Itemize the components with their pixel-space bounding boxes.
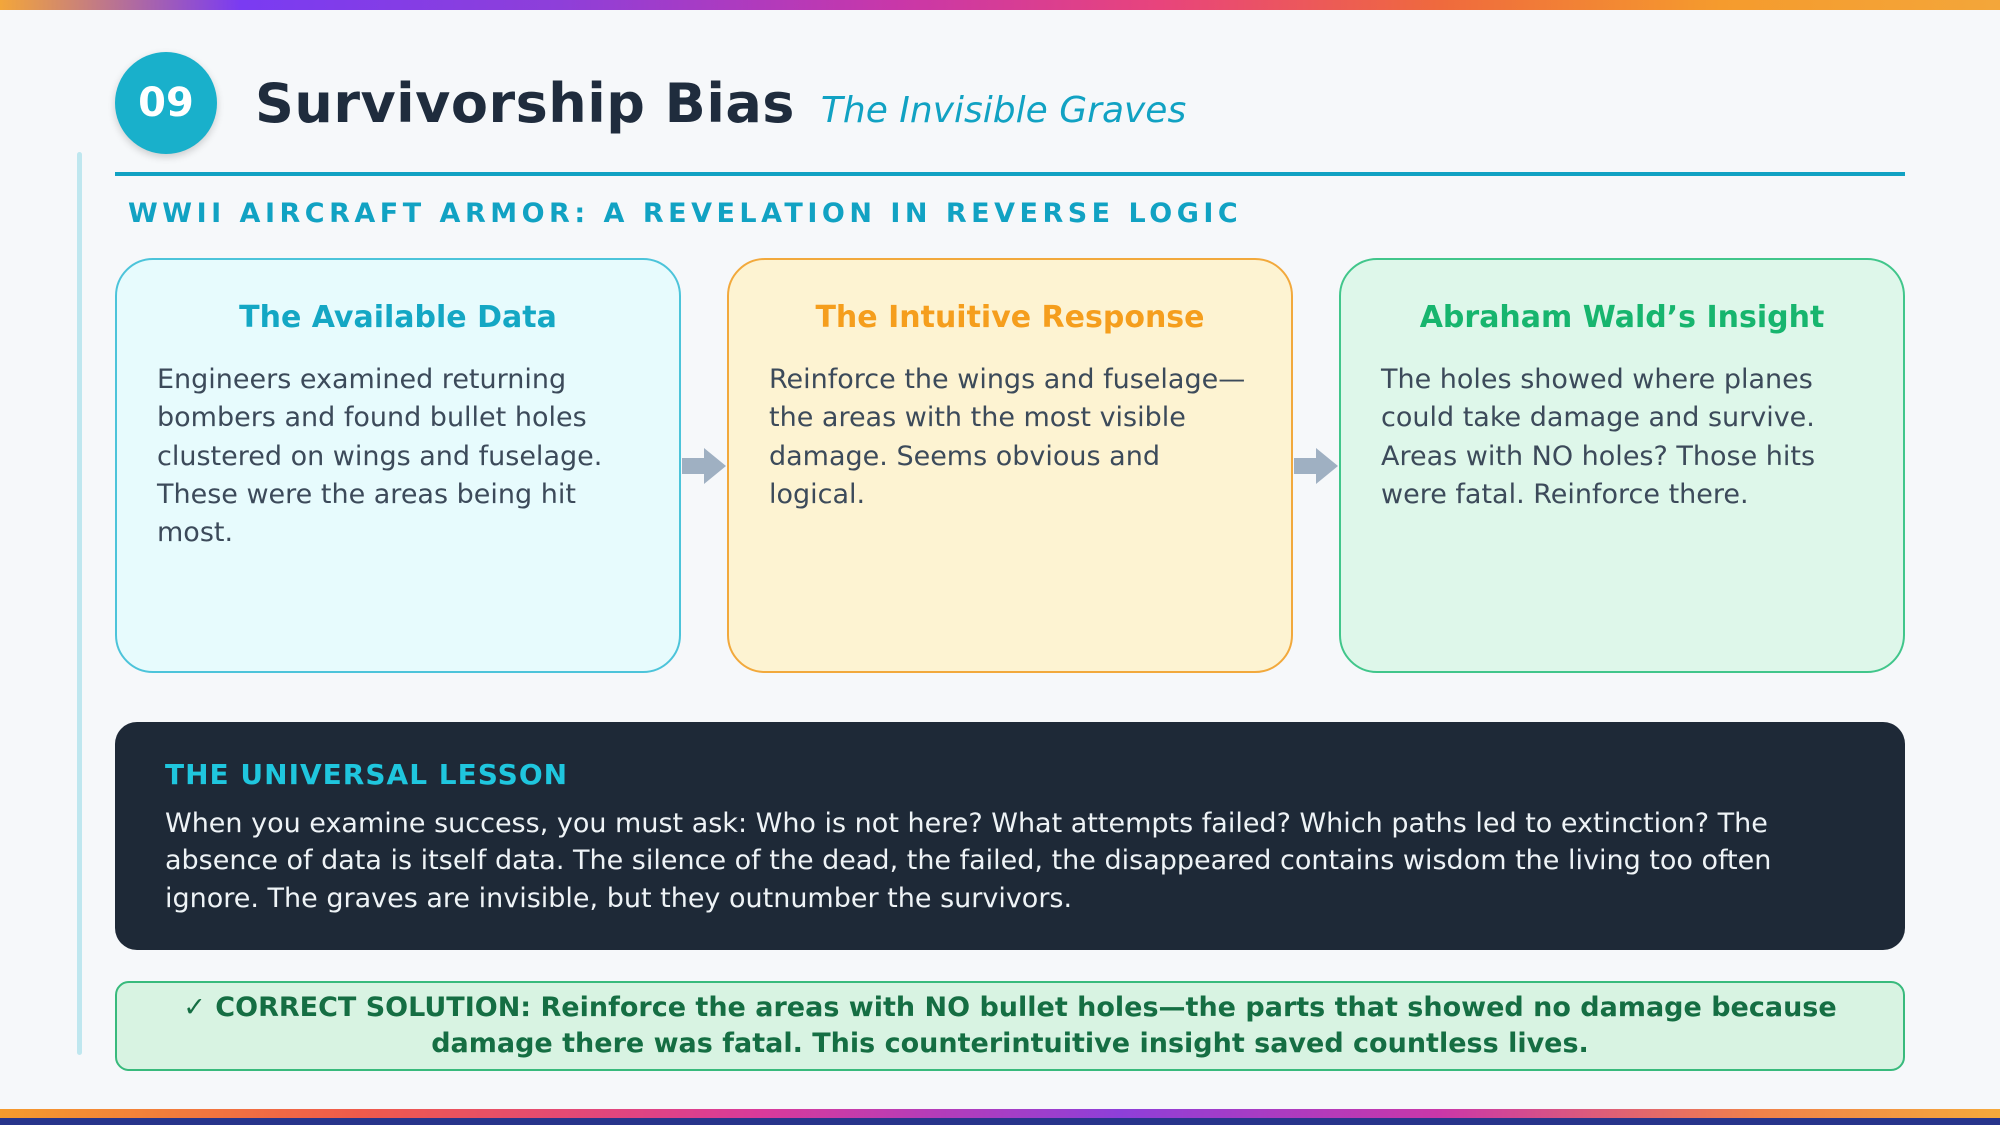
card-title: The Intuitive Response [815, 300, 1205, 335]
flow-cards: The Available Data Engineers examined re… [115, 258, 1905, 673]
card-available-data: The Available Data Engineers examined re… [115, 258, 681, 673]
left-accent-rail [77, 152, 82, 1055]
card-title: The Available Data [239, 300, 557, 335]
arrow-right-icon [682, 447, 726, 484]
card-body: Reinforce the wings and fuselage—the are… [769, 364, 1246, 510]
top-gradient-bar [0, 0, 2000, 10]
solution-banner: ✓ CORRECT SOLUTION: Reinforce the areas … [115, 981, 1905, 1071]
card-body: The holes showed where planes could take… [1381, 364, 1816, 510]
title-underline [115, 172, 1905, 176]
lesson-panel: THE UNIVERSAL LESSON When you examine su… [115, 722, 1905, 950]
bottom-navy-bar [0, 1118, 2000, 1125]
lesson-title: THE UNIVERSAL LESSON [165, 758, 569, 791]
card-intuitive-response: The Intuitive Response Reinforce the win… [727, 258, 1293, 673]
arrow-right-icon [1294, 447, 1338, 484]
page-subtitle: The Invisible Graves [820, 89, 1187, 131]
flow-arrow-1 [681, 258, 727, 673]
card-wald-insight: Abraham Wald’s Insight The holes showed … [1339, 258, 1905, 673]
solution-text: ✓ CORRECT SOLUTION: Reinforce the areas … [183, 991, 1837, 1059]
header: 09 Survivorship Bias The Invisible Grave… [115, 52, 1186, 154]
page-title: Survivorship Bias [255, 71, 795, 135]
chapter-number-badge: 09 [115, 52, 217, 154]
section-heading: WWII AIRCRAFT ARMOR: A REVELATION IN REV… [128, 198, 1243, 229]
flow-arrow-2 [1293, 258, 1339, 673]
bottom-gradient-bar [0, 1109, 2000, 1118]
lesson-body: When you examine success, you must ask: … [165, 808, 1772, 914]
card-body: Engineers examined returning bombers and… [157, 364, 603, 549]
title-row: Survivorship Bias The Invisible Graves [255, 72, 1186, 135]
card-title: Abraham Wald’s Insight [1419, 300, 1825, 335]
